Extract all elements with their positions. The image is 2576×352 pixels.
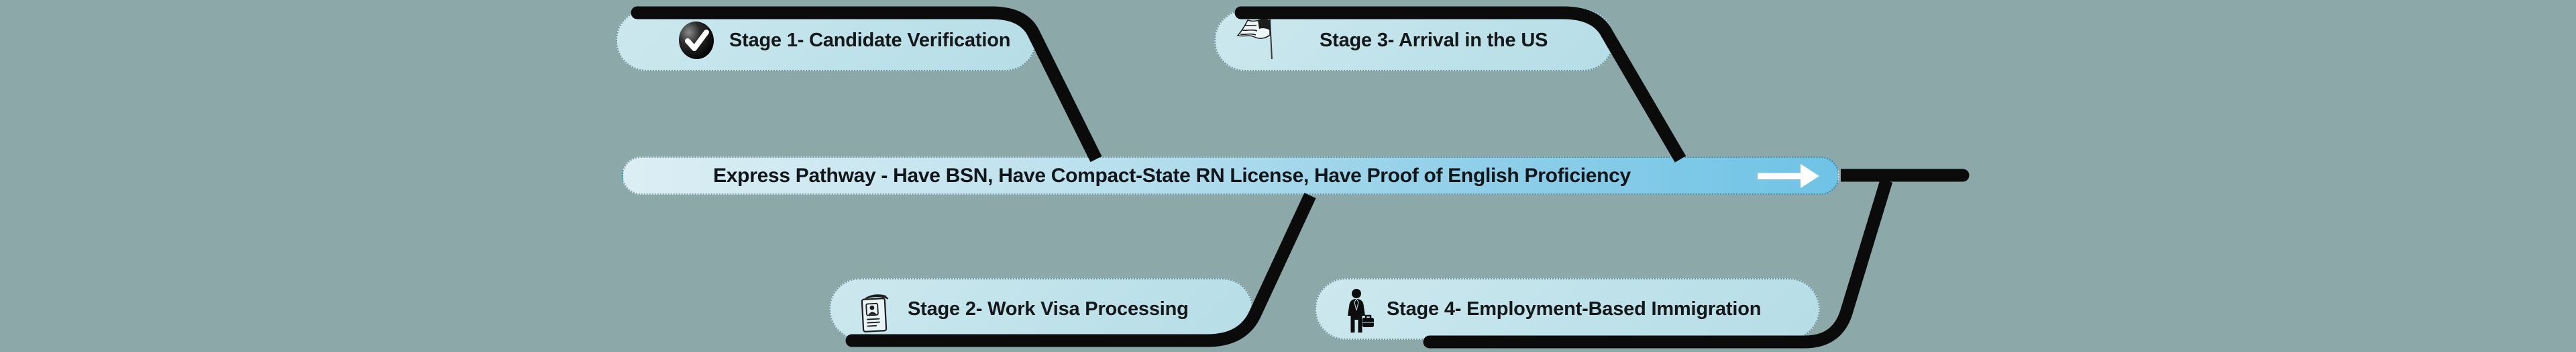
stage-4-label: Stage 4 - Employment-Based Immigration xyxy=(1387,279,1761,339)
arrow-right-icon xyxy=(1758,163,1819,188)
stage-1-label: Stage 1 - Candidate Verification xyxy=(729,11,1010,70)
passport-icon xyxy=(859,293,895,335)
stage-2-prefix: Stage 2 xyxy=(908,298,976,320)
stage-1-title: - Candidate Verification xyxy=(797,29,1011,51)
stage-2-title: - Work Visa Processing xyxy=(975,298,1189,320)
stage-1-prefix: Stage 1 xyxy=(729,29,798,51)
stage-3-pill[interactable]: Stage 3 - Arrival in the US xyxy=(1214,9,1614,71)
express-pathway-bar[interactable]: Express Pathway - Have BSN, Have Compact… xyxy=(622,157,1839,195)
us-flag-icon xyxy=(1236,17,1275,61)
stage-3-prefix: Stage 3 xyxy=(1320,29,1388,51)
stage-4-pill[interactable]: Stage 4 - Employment-Based Immigration xyxy=(1315,278,1820,340)
businessman-icon xyxy=(1345,288,1377,334)
stage-3-title: - Arrival in the US xyxy=(1387,29,1548,51)
check-circle-icon xyxy=(678,20,715,60)
stage-1-pill[interactable]: Stage 1 - Candidate Verification xyxy=(616,9,1036,71)
stage-4-title: - Employment-Based Immigration xyxy=(1454,298,1762,320)
stage-2-pill[interactable]: Stage 2 - Work Visa Processing xyxy=(829,278,1253,340)
stage-3-label: Stage 3 - Arrival in the US xyxy=(1320,11,1548,70)
stage-2-label: Stage 2 - Work Visa Processing xyxy=(908,279,1189,339)
express-pathway-label: Express Pathway - Have BSN, Have Compact… xyxy=(713,164,1631,187)
stage-4-prefix: Stage 4 xyxy=(1387,298,1455,320)
